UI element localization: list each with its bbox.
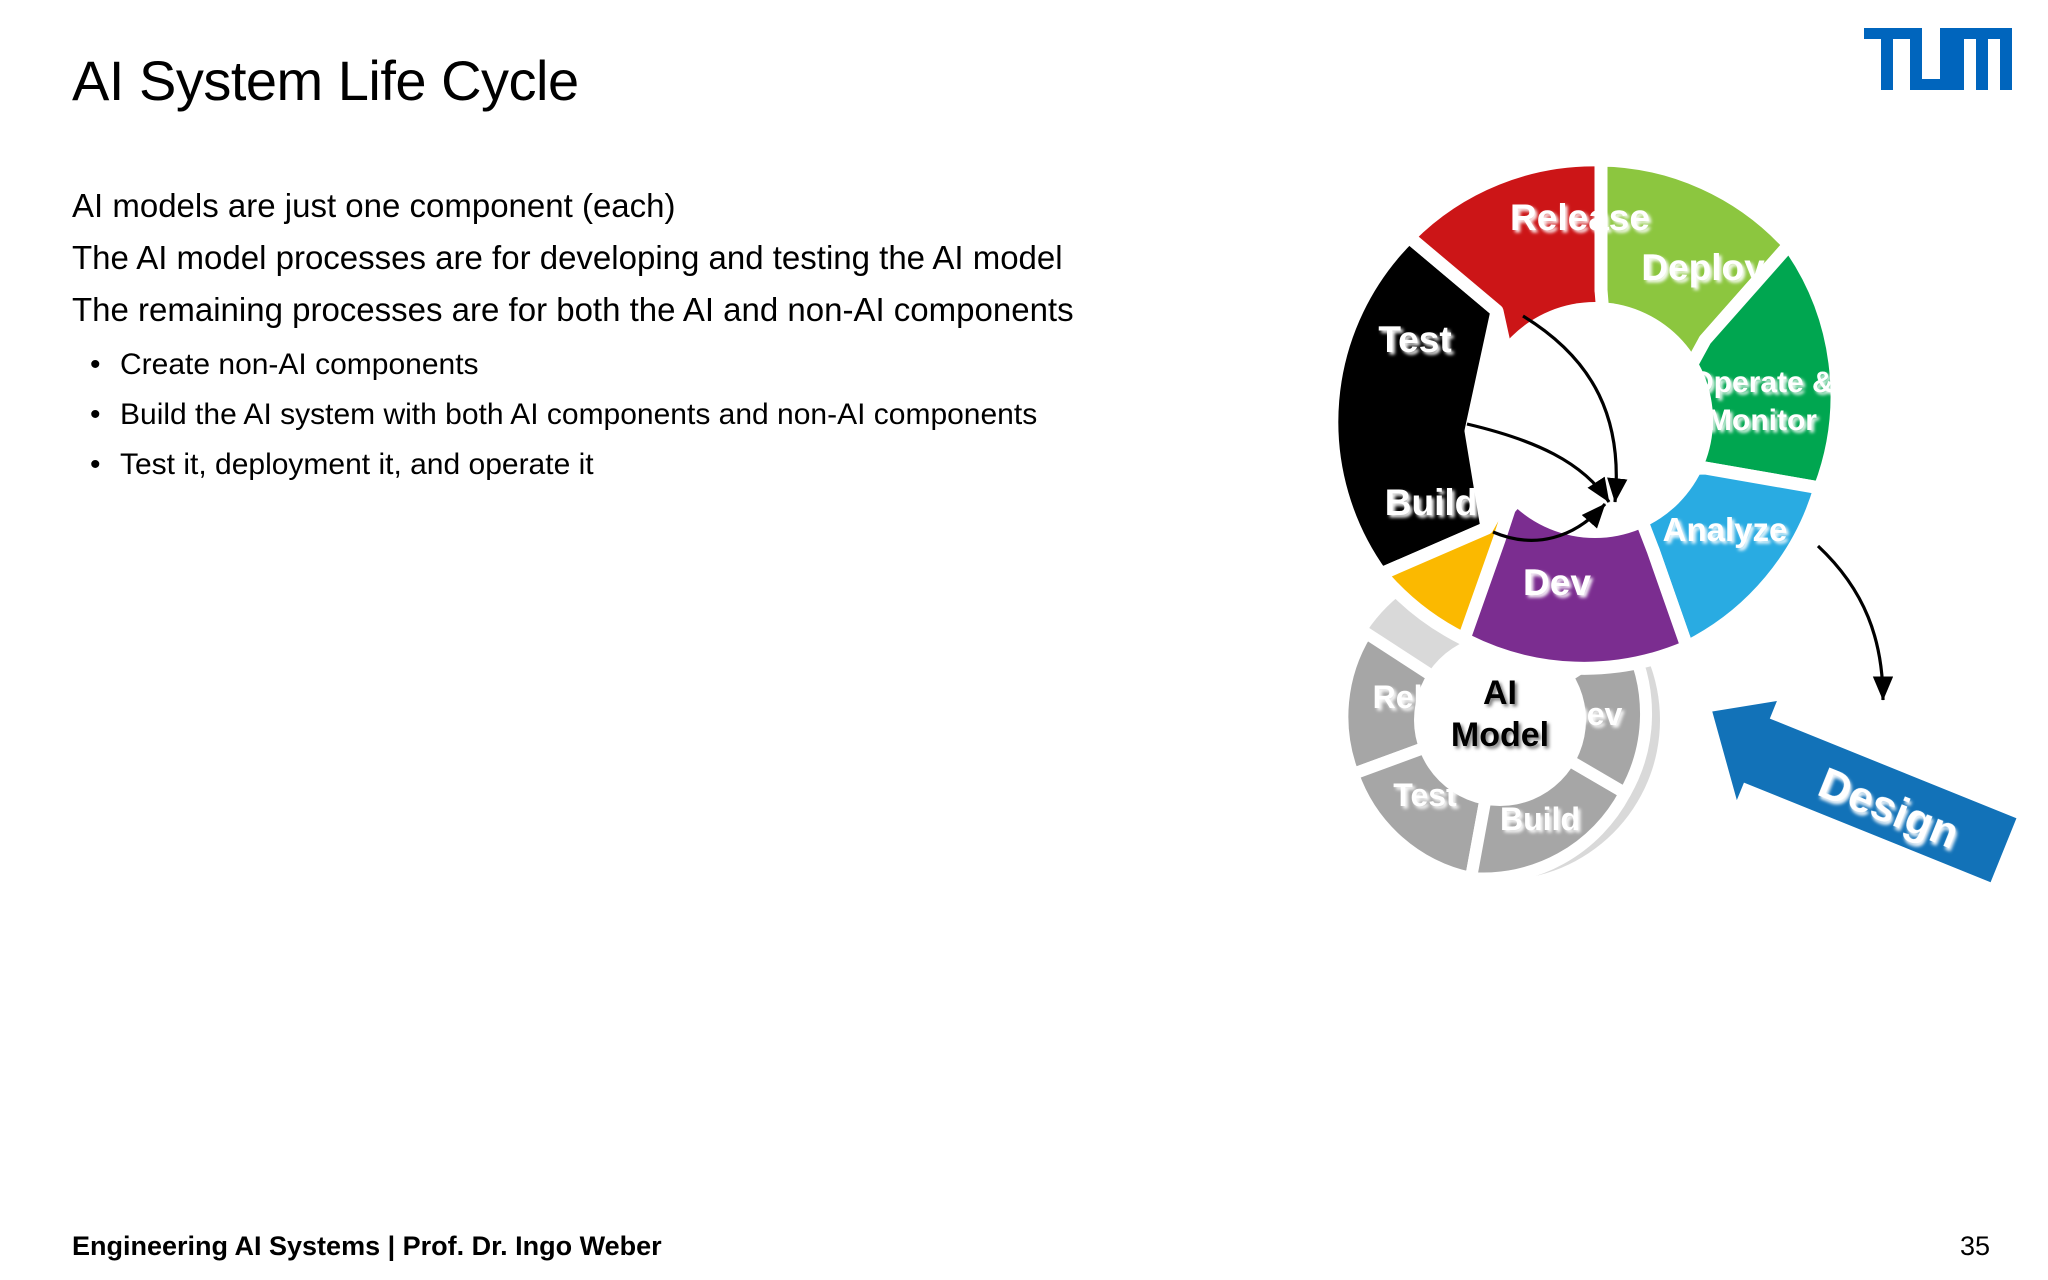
paragraph-1: AI models are just one component (each) [72, 187, 676, 224]
list-item-label: Create non-AI components [120, 348, 479, 381]
list-item-label: Test it, deployment it, and operate it [120, 448, 594, 481]
process-arrows [1466, 314, 1628, 542]
slide-footer: Engineering AI Systems | Prof. Dr. Ingo … [0, 1210, 2048, 1280]
inner-segment-label-build: Build [1500, 801, 1580, 837]
list-item: • Test it, deployment it, and operate it [72, 440, 1012, 490]
ai-system-life-cycle-diagram: AI Model Rel. Test Build Dev Design [1235, 120, 2035, 910]
list-item: • Build the AI system with both AI compo… [72, 390, 1037, 440]
arrow-test-to-dev [1466, 422, 1611, 503]
page-title: AI System Life Cycle [72, 49, 579, 112]
inner-segment-label-test: Test [1393, 777, 1457, 813]
list-item: • Create non-AI components [72, 340, 1012, 390]
body-copy: AI models are just one component (each) … [72, 180, 1074, 490]
footer-text: Engineering AI Systems | Prof. Dr. Ingo … [72, 1231, 662, 1261]
bullet-marker-icon: • [90, 348, 101, 381]
wheel-hub [1477, 302, 1713, 538]
design-banner-arrow: Design [1712, 700, 2017, 883]
arrow-analyze-to-design [1816, 544, 1894, 701]
list-item-label: Build the AI system with both AI compone… [120, 398, 1038, 431]
segment-label-test: Test [1378, 319, 1451, 360]
page-number: 35 [1959, 1231, 1990, 1261]
paragraph-2: The AI model processes are for developin… [72, 239, 1063, 276]
paragraph-3: The remaining processes are for both the… [72, 291, 1074, 328]
bullet-list: • Create non-AI components • Build the A… [72, 340, 1037, 490]
segment-label-operate-line2: Monitor [1707, 404, 1817, 437]
inner-center-label-line2: Model [1451, 716, 1549, 754]
segment-label-operate-line1: Operate & [1690, 366, 1833, 399]
segment-label-dev: Dev [1523, 562, 1591, 603]
segment-label-deploy: Deploy [1641, 247, 1765, 288]
segment-test [1325, 230, 1504, 581]
segment-label-release: Release [1510, 197, 1650, 238]
inner-center-label-line1: AI [1483, 674, 1517, 712]
segment-label-analyze: Analyze [1663, 511, 1788, 548]
tum-logo [1864, 28, 2012, 90]
inner-segment-label-release: Rel. [1373, 679, 1432, 715]
inner-segment-label-dev: Dev [1564, 696, 1623, 732]
arrow-build-to-dev [1492, 502, 1607, 542]
bullet-marker-icon: • [90, 398, 101, 431]
arrow-release-to-dev [1522, 314, 1628, 503]
bullet-marker-icon: • [90, 448, 101, 481]
segment-label-build: Build [1385, 482, 1477, 523]
